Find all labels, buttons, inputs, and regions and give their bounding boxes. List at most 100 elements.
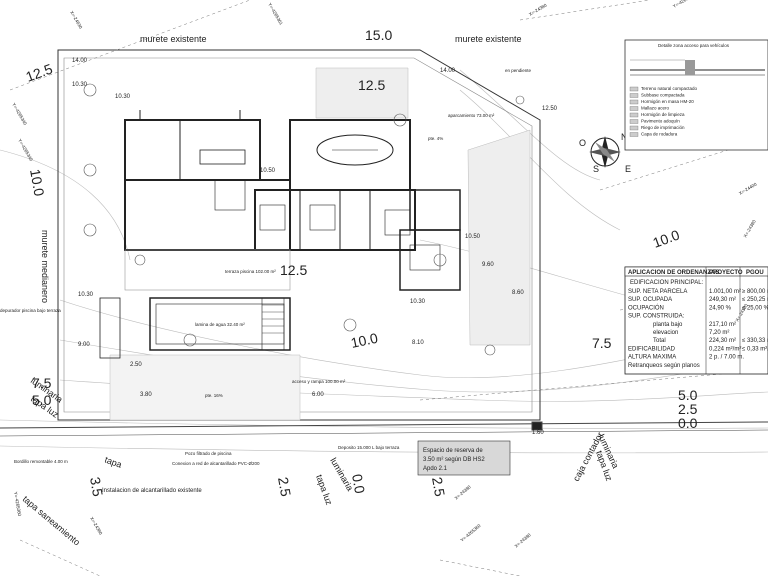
deposit-label: Deposito 15.000 L bajo terraza <box>338 445 400 450</box>
compass-e: E <box>625 164 631 174</box>
compass-o: O <box>579 138 586 148</box>
legend-item: Capa de rodadura <box>641 132 678 137</box>
legend-swatch <box>629 106 639 111</box>
legend-swatch <box>629 125 639 131</box>
street <box>0 421 768 437</box>
coord-tag: X=-24380 <box>453 484 472 501</box>
elev-10-30-a: 10.30 <box>72 82 88 88</box>
legend-swatch <box>629 93 639 98</box>
table-row-pgou: ≤ 330,33 m² <box>742 338 768 344</box>
reserve-line-3: Apdo 2.1 <box>423 466 448 472</box>
elev-2-50: 2.50 <box>130 362 142 368</box>
reserve-space-box: Espacio de reserva de 3.50 m² según DB H… <box>417 440 511 476</box>
curb-label: Bordillo remontable 4.00 m <box>14 459 68 464</box>
table-row-pgou: ≥ 800,00 m² <box>742 289 768 295</box>
legend-swatch <box>629 112 639 118</box>
table-row-label: SUP. OCUPADA <box>628 297 672 303</box>
coord-tag: Y=-4265300 <box>672 0 696 9</box>
table-row-label: elevacion <box>653 330 678 336</box>
elev-10-50-b: 10.50 <box>465 234 481 240</box>
legend-item: Riego de imprimación <box>641 125 685 130</box>
ordinances-table: APLICACION DE ORDENANZAS PROYECTO PGOU E… <box>624 266 768 375</box>
contour-0-right: 0.0 <box>678 415 698 431</box>
table-row-proyecto: 24,90 % <box>709 305 732 311</box>
elev-8-60: 8.60 <box>512 290 524 296</box>
table-row-proyecto: 217,10 m² <box>709 322 736 328</box>
legend-item: Terreno natural compactado <box>641 86 698 91</box>
contour-2-5-bottom2: 2.5 <box>429 476 448 498</box>
legend-swatch <box>629 119 639 124</box>
contour-0-bottom: 0.0 <box>349 473 368 495</box>
table-row-label: SUP. CONSTRUIDA: <box>628 314 685 320</box>
table-row-label: Retranqueos según planos <box>628 363 700 369</box>
coord-tag: Y=-4265360 <box>459 523 481 543</box>
well-label: Pozo filtrado de piscina <box>185 451 232 456</box>
trees <box>83 83 525 356</box>
legend-item: Mallazo acero <box>641 106 670 111</box>
table-row-pgou: ≤ 25,00 % <box>742 305 768 311</box>
elev-10-30-b: 10.30 <box>115 94 131 100</box>
contour-15: 15.0 <box>365 27 392 43</box>
contour-10-right: 10.0 <box>651 226 682 250</box>
table-section-title: EDIFICACION PRINCIPAL: <box>630 280 704 286</box>
elev-1-60: 1.60 <box>532 430 544 436</box>
slope-16-label: pte. 16% <box>205 393 223 398</box>
compass-n: N <box>621 132 628 142</box>
elev-10-50-a: 10.50 <box>260 168 276 174</box>
water-area-label: lamina de agua 32.40 m² <box>195 322 245 327</box>
coord-tag: X=-24380 <box>89 516 103 536</box>
compass-s: S <box>593 164 599 174</box>
slope-4-label: pte. 4% <box>428 136 443 141</box>
coord-tag: Y=-4265360 <box>13 491 22 517</box>
table-row-proyecto: 224,30 m² <box>709 338 736 344</box>
elev-8-10: 8.10 <box>412 340 424 346</box>
contour-10-left: 10.0 <box>27 168 48 198</box>
contour-5-right: 5.0 <box>678 387 698 403</box>
wall-top-left-label: murete existente <box>140 34 207 44</box>
contour-10-mid: 10.0 <box>349 330 379 351</box>
contour-3-5-bottom: 3.5 <box>87 476 106 498</box>
table-row-proyecto: 7,20 m² <box>709 330 729 336</box>
detail-title: Detalle zona acceso para vehículos <box>658 43 730 48</box>
tapa-luz-mid-label: tapa luz <box>314 473 334 507</box>
table-header-ordinances: APLICACION DE ORDENANZAS <box>628 270 719 276</box>
reserve-line-2: 3.50 m² según DB HS2 <box>423 457 485 463</box>
pool-filter-label: depurador piscina bajo terraza <box>0 308 61 313</box>
elev-3-80: 3.80 <box>140 392 152 398</box>
coord-tag: X=-24400 <box>738 181 758 195</box>
sewer-existing-label: Instalacion de alcantarillado existente <box>102 488 202 494</box>
access-ramp-label: acceso y rampa 100.00 m² <box>292 379 346 384</box>
wall-left-label: murete medianero <box>40 230 50 303</box>
detail-box: Detalle zona acceso para vehículos <box>624 39 768 151</box>
parking-label: aparcamiento 73.00 m² <box>448 113 495 118</box>
contour-12-5-b: 12.5 <box>358 77 385 93</box>
sewer-connection-label: Conexion a red de alcantarillado PVC-Ø20… <box>172 461 260 466</box>
table-row-label: ALTURA MAXIMA <box>628 355 676 361</box>
coord-tag: X=-24630 <box>69 10 83 30</box>
elev-10-30-d: 10.30 <box>410 299 426 305</box>
legend-swatch <box>629 132 639 137</box>
tapa-label: tapa <box>103 454 123 469</box>
coord-tag: X=-24380 <box>743 219 757 239</box>
coord-tag: Y=-4265361 <box>267 2 284 26</box>
coord-tag: X=-24380 <box>513 532 532 549</box>
slope-label: en pendiente <box>505 68 532 73</box>
elev-9-60: 9.60 <box>482 262 494 268</box>
table-row-proyecto: 0,224 m²/m² <box>709 346 741 352</box>
table-row-label: Total <box>653 338 666 344</box>
pool-terrace-label: terraza piscina 102.00 m² <box>225 269 276 274</box>
hatched-areas <box>109 67 531 421</box>
coord-tag: X=-24380 <box>528 2 548 16</box>
table-row-proyecto: 249,30 m² <box>709 297 736 303</box>
elev-14-a: 14.00 <box>72 58 88 64</box>
contour-12-5-c: 12.5 <box>280 262 307 278</box>
elev-9-00: 9.00 <box>78 342 90 348</box>
table-row-proyecto: 1.001,00 m² <box>709 289 741 295</box>
table-row-pgou: ≤ 250,25 m² <box>742 297 768 303</box>
contour-7-5-right: 7.5 <box>592 335 612 351</box>
legend-swatch <box>629 86 639 92</box>
coord-tag: Y=-4265340 <box>17 138 34 162</box>
